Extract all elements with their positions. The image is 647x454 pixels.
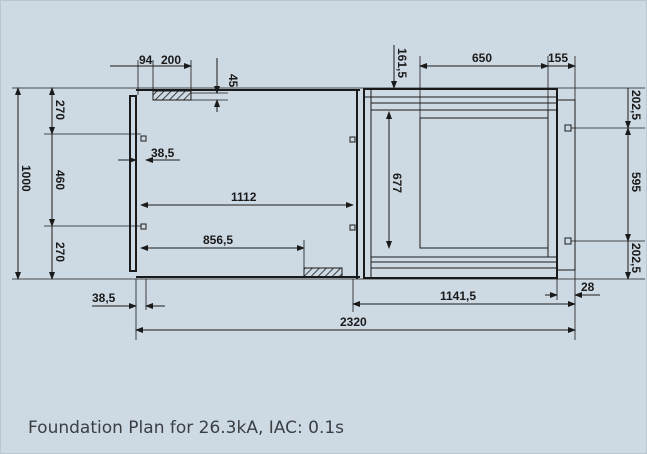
anchor-point (349, 224, 356, 231)
dim-202-5-top: 202,5 (629, 90, 643, 120)
anchor-point (564, 124, 572, 132)
dim-28: 28 (581, 280, 595, 294)
dim-161-5: 161,5 (395, 48, 409, 78)
dim-1000: 1000 (19, 165, 33, 192)
dim-856-5: 856,5 (203, 233, 233, 247)
dim-94: 94 (139, 53, 153, 67)
anchor-point (140, 223, 147, 230)
anchor-point (564, 237, 572, 245)
right-panel-outline (363, 88, 576, 279)
hatched-opening-top (152, 90, 192, 101)
dim-45: 45 (226, 74, 240, 88)
dim-38-5-lower: 38,5 (92, 291, 116, 305)
figure-caption: Foundation Plan for 26.3kA, IAC: 0.1s (28, 418, 345, 438)
dim-155: 155 (548, 51, 568, 65)
anchor-point (140, 135, 147, 142)
dim-270-bottom: 270 (53, 242, 67, 262)
dim-270-top: 270 (53, 100, 67, 120)
hatched-opening-bottom (303, 267, 343, 278)
dim-200: 200 (161, 53, 181, 67)
dim-2320: 2320 (340, 315, 367, 329)
dim-1112: 1112 (231, 190, 257, 204)
dim-202-5-bottom: 202,5 (629, 243, 643, 273)
dim-650: 650 (472, 51, 492, 65)
dim-677: 677 (390, 173, 404, 193)
left-base-outline (129, 89, 360, 279)
anchor-point (349, 136, 356, 143)
dim-460: 460 (53, 170, 67, 190)
dim-595: 595 (629, 172, 643, 192)
dim-1141-5: 1141,5 (440, 289, 476, 303)
dim-38-5-upper: 38,5 (151, 146, 175, 160)
